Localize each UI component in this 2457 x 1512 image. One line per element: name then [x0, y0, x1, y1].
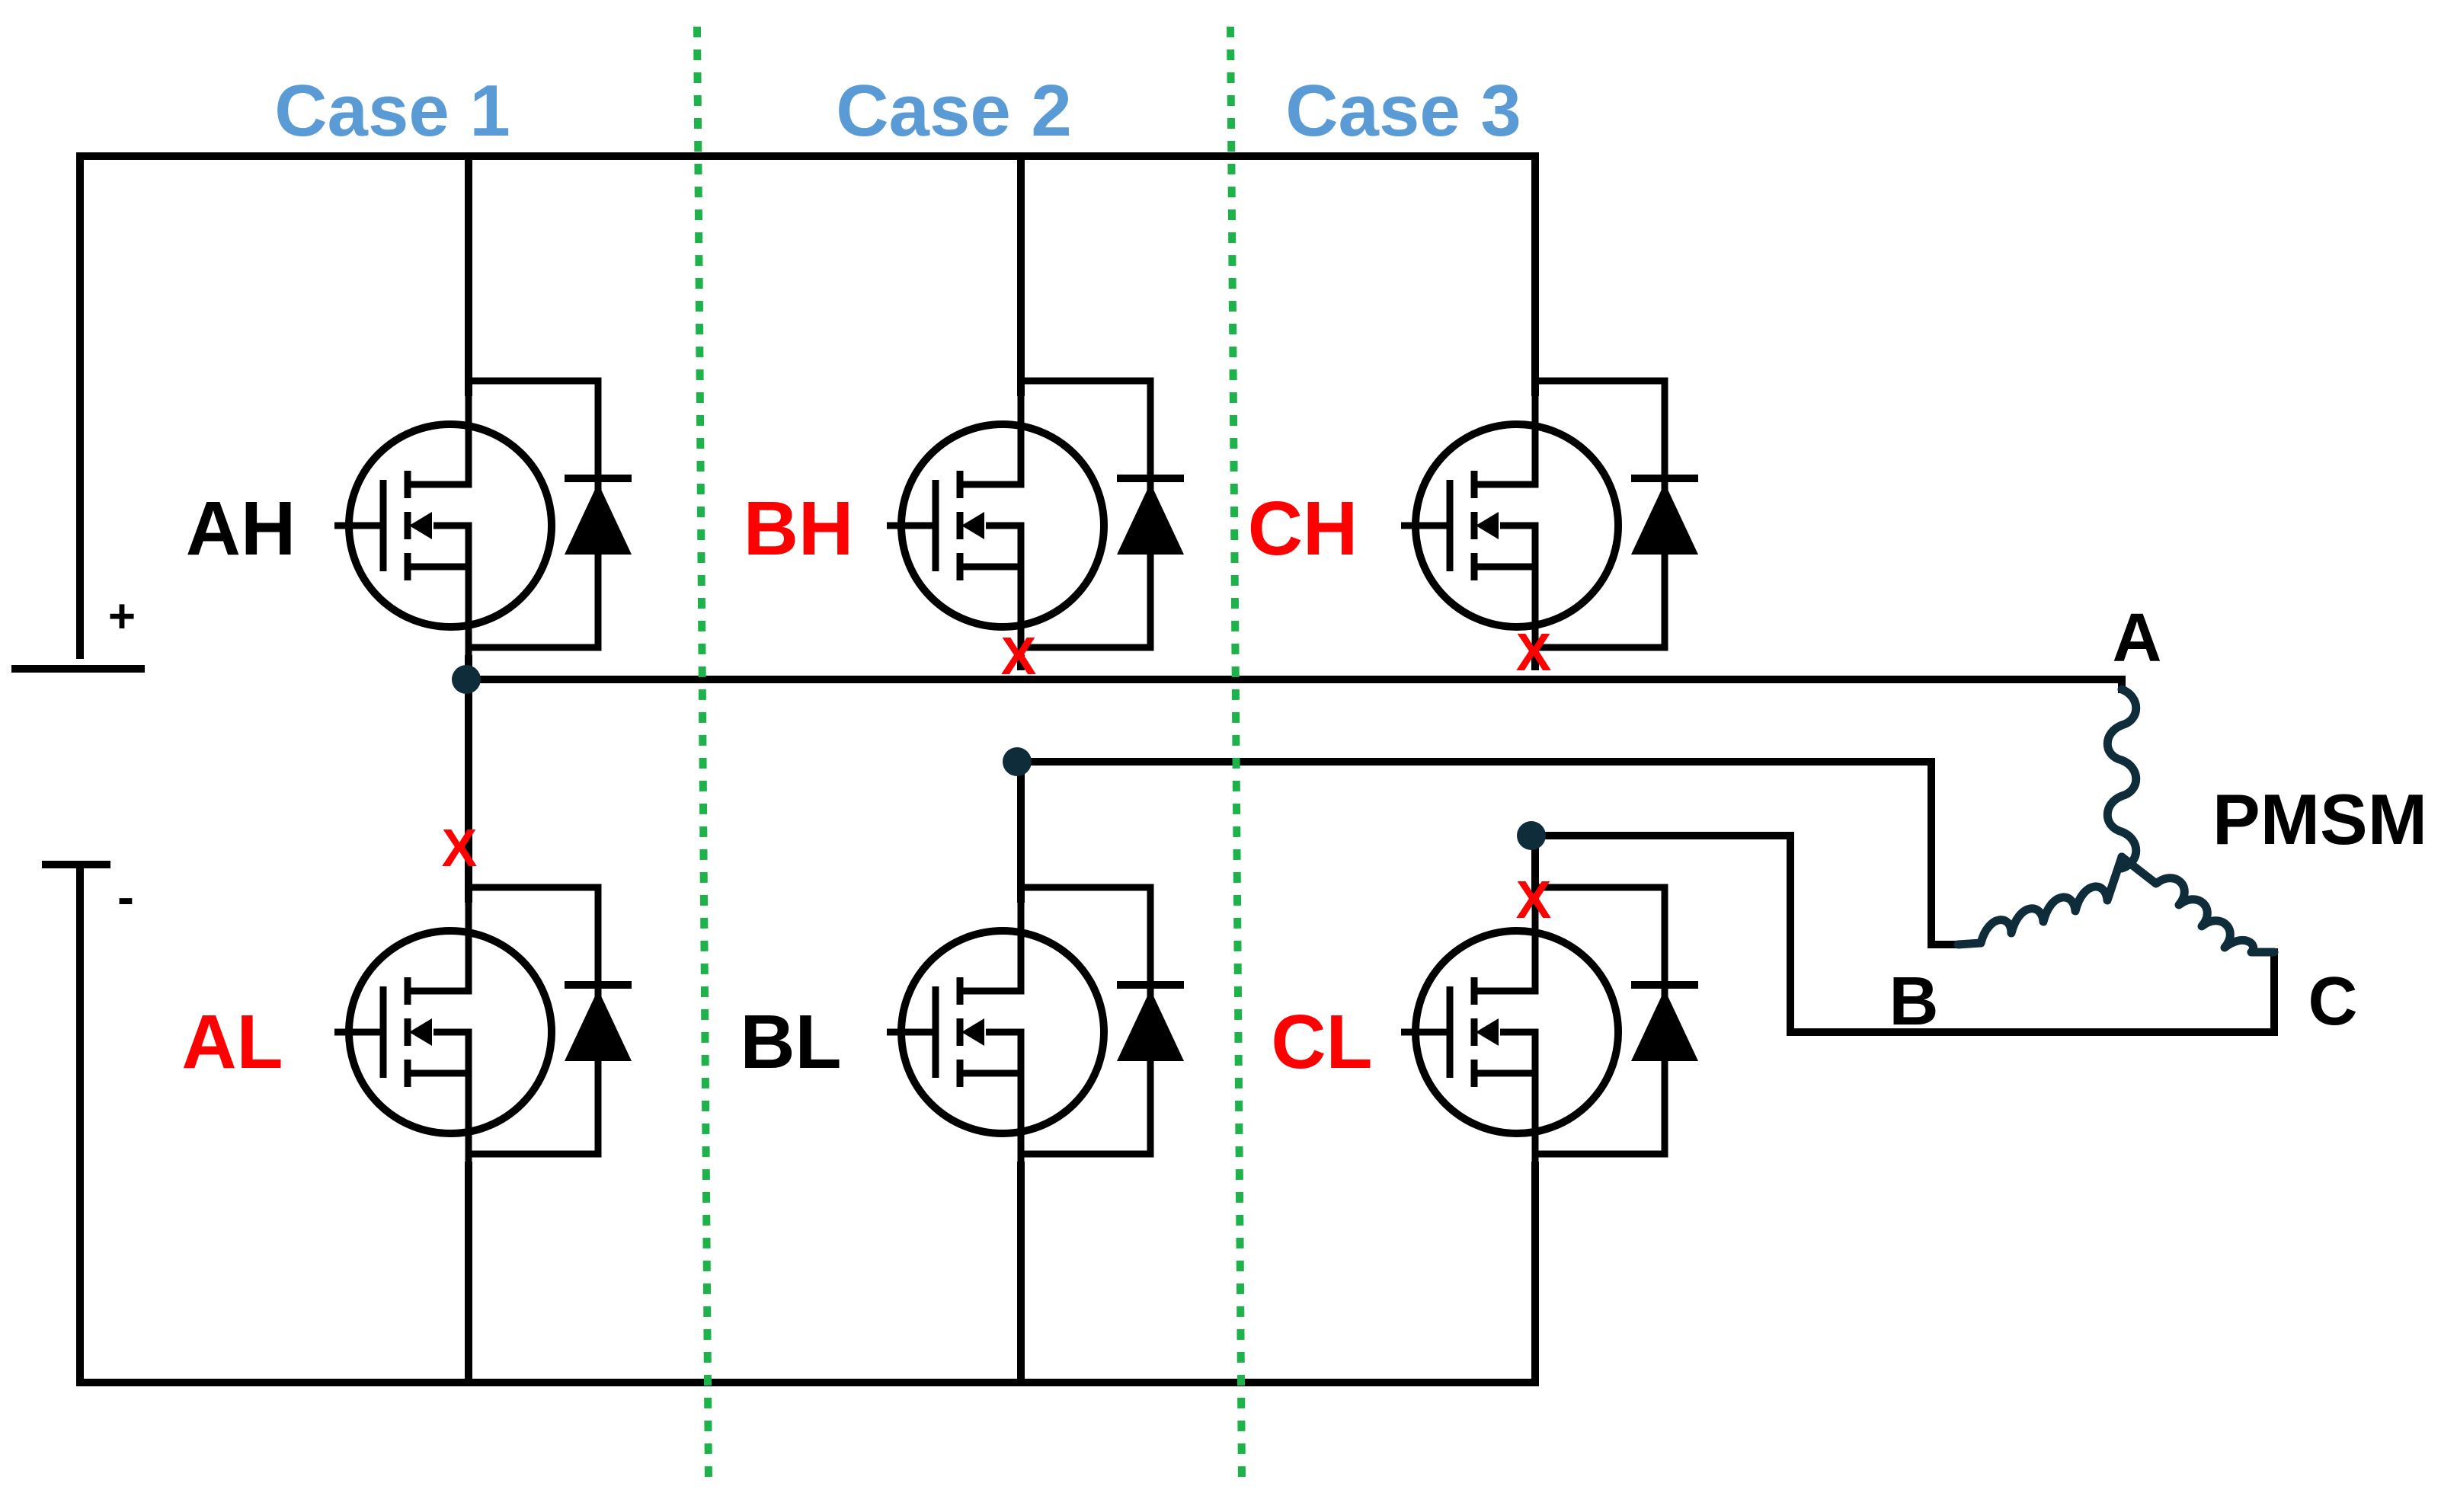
winding-c-coil — [2117, 852, 2279, 957]
case-3-label: Case 3 — [1285, 70, 1521, 152]
winding-b-coil — [1953, 852, 2126, 949]
separator-2-3 — [1227, 26, 1246, 1482]
phase-c-label: C — [2308, 964, 2358, 1040]
phase-a-node — [452, 665, 481, 694]
fault-marker-cl: X — [1516, 870, 1552, 929]
fault-marker-bh: X — [1001, 626, 1037, 686]
winding-a-coil — [2103, 685, 2141, 873]
positive-rail — [76, 152, 1539, 659]
negative-sign: - — [117, 868, 134, 925]
negative-rail — [76, 868, 1539, 1386]
phase-a-label: A — [2113, 600, 2162, 676]
fault-marker-ch: X — [1516, 622, 1552, 682]
separator-1-2 — [693, 26, 712, 1482]
phase-b-wire — [1013, 758, 1962, 948]
case-1-label: Case 1 — [274, 70, 510, 152]
switch-bl-mosfet — [887, 887, 1184, 1177]
switch-bh-label: BH — [744, 486, 853, 571]
phase-c-node — [1517, 821, 1546, 850]
switch-ah-label: AH — [186, 486, 296, 571]
positive-sign: + — [108, 590, 136, 643]
case-2-label: Case 2 — [836, 70, 1072, 152]
switch-al-mosfet — [334, 887, 632, 1177]
phase-b-label: B — [1889, 964, 1939, 1040]
motor-label: PMSM — [2212, 779, 2427, 859]
switch-ah-mosfet — [334, 381, 632, 670]
switch-cl-mosfet — [1401, 887, 1698, 1177]
phase-b-node — [1003, 747, 1032, 776]
phase-c-wire — [1531, 832, 2278, 1036]
fault-marker-al: X — [442, 818, 478, 877]
switch-cl-label: CL — [1271, 999, 1372, 1085]
switch-bl-label: BL — [740, 999, 841, 1085]
switch-al-label: AL — [181, 999, 283, 1085]
switch-ch-label: CH — [1248, 486, 1358, 571]
phase-a-wire — [462, 676, 2126, 693]
